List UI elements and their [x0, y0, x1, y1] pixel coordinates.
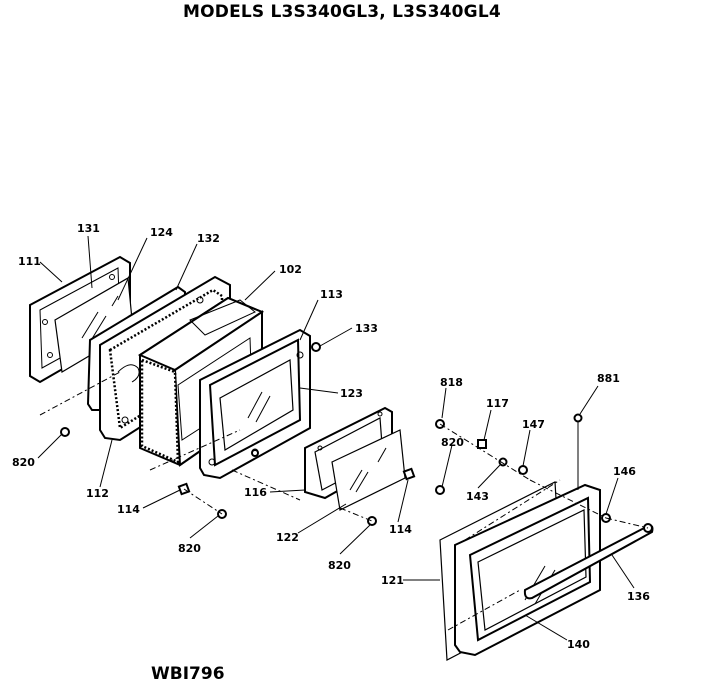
label-114-left: 114: [117, 503, 140, 516]
part-122-glass: [331, 429, 406, 511]
label-143: 143: [466, 490, 489, 503]
label-116: 116: [244, 486, 267, 499]
label-121: 121: [381, 574, 404, 587]
diagram-code: WBI796: [151, 664, 225, 684]
label-146: 146: [613, 465, 636, 478]
part-140-outer-frame: [454, 483, 601, 657]
leader-lines: [37, 235, 635, 641]
part-113-liner-frame: [199, 328, 311, 480]
label-133: 133: [355, 322, 378, 335]
label-124: 124: [150, 226, 173, 239]
label-147: 147: [522, 418, 545, 431]
label-117: 117: [486, 397, 509, 410]
label-820-upper-right: 820: [441, 436, 464, 449]
label-122: 122: [276, 531, 299, 544]
label-102: 102: [279, 263, 302, 276]
part-labels: 111 131 124 132 102 113 133 123 818 881 …: [12, 222, 650, 651]
assembly-lines: [39, 371, 649, 631]
label-818: 818: [440, 376, 463, 389]
label-131: 131: [77, 222, 100, 235]
label-114-center: 114: [389, 523, 412, 536]
label-881: 881: [597, 372, 620, 385]
label-820-bottom-left: 820: [178, 542, 201, 555]
label-820-center: 820: [328, 559, 351, 572]
part-136-handle: [523, 523, 654, 600]
label-113: 113: [320, 288, 343, 301]
label-820-left: 820: [12, 456, 35, 469]
diagram-title: MODELS L3S340GL3, L3S340GL4: [183, 2, 501, 22]
label-136: 136: [627, 590, 650, 603]
label-123: 123: [340, 387, 363, 400]
label-112: 112: [86, 487, 109, 500]
label-111: 111: [18, 255, 41, 268]
label-132: 132: [197, 232, 220, 245]
label-140: 140: [567, 638, 590, 651]
